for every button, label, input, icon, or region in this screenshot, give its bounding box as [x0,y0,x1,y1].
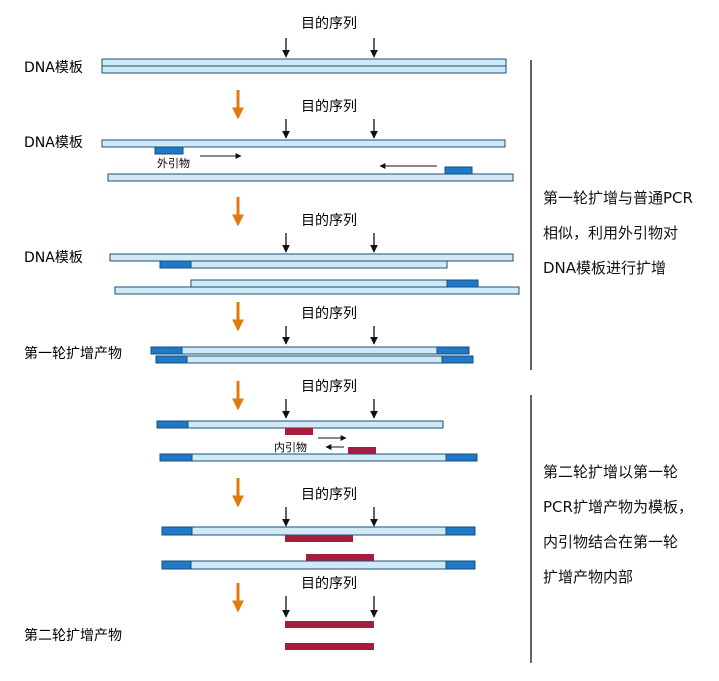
outer-primer-reverse [445,560,476,570]
inner-primer-label: 内引物 [274,440,307,454]
first-round-note: 第一轮扩增与普通PCR 相似，利用外引物对 DNA模板进行扩增 [543,181,719,286]
product-strand [181,346,438,355]
outer-primer-forward [159,260,192,269]
target-label: 目的序列 [301,379,357,395]
note-line: 第二轮扩增以第一轮 [543,463,679,481]
template-label: DNA模板 [24,250,83,266]
target-label: 目的序列 [301,16,357,32]
outer-primer-forward [161,560,192,570]
note-line: 扩增产物内部 [543,568,634,586]
extended-strand [190,279,448,288]
stage-second-round-product: 目的序列 第二轮扩增产物 [24,576,378,650]
note-line: DNA模板进行扩增 [543,259,667,277]
outer-primer-reverse [445,453,478,462]
outer-primer-forward [161,526,193,536]
inner-extension-product [306,554,374,561]
outer-primer-forward [155,355,188,364]
note-line: PCR扩增产物为模板， [543,498,693,516]
target-label: 目的序列 [301,213,357,229]
outer-primer-forward [150,346,183,355]
template-strand-top [101,139,506,148]
note-line: 相似，利用外引物对 [543,224,679,242]
outer-primer-reverse [445,526,476,536]
second-round-product-strand [285,621,374,628]
outer-primer-label: 外引物 [157,156,190,170]
product-strand [191,453,447,462]
template-strand-bottom [101,65,507,74]
stage-outer-primer-annealing: 目的序列 DNA模板 外引物 [24,99,514,182]
stage-inner-primer-extension: 目的序列 [161,487,476,570]
inner-primer-forward [285,428,313,435]
target-label: 目的序列 [301,99,357,115]
stage-template: 目的序列 DNA模板 [24,16,507,76]
target-label: 目的序列 [301,306,357,322]
product-strand [186,355,443,364]
template-label: DNA模板 [24,60,83,76]
outer-primer-forward [156,420,189,429]
product-strand [191,526,447,536]
outer-primer-reverse [441,355,474,364]
stage-first-round-product: 目的序列 第一轮扩增产物 [24,306,474,364]
outer-primer-reverse [436,346,470,355]
product-strand [187,420,444,429]
second-round-note: 第二轮扩增以第一轮 PCR扩增产物为模板， 内引物结合在第一轮 扩增产物内部 [543,455,719,595]
template-strand-bottom [114,286,520,295]
outer-primer-forward [154,146,184,155]
inner-primer-reverse [348,447,376,454]
extended-strand [190,260,448,269]
outer-primer-forward [159,453,193,462]
second-round-product-label: 第二轮扩增产物 [24,627,122,644]
outer-primer-reverse [444,166,473,175]
first-round-product-label: 第一轮扩增产物 [24,345,122,362]
inner-extension-product [285,535,353,542]
target-label: 目的序列 [301,487,357,503]
note-line: 内引物结合在第一轮 [543,533,679,551]
second-round-product-strand [285,643,374,650]
stage-outer-primer-extension: 目的序列 DNA模板 [24,213,520,295]
template-strand-bottom [107,173,514,182]
template-strand-top [101,58,507,67]
note-line: 第一轮扩增与普通PCR [543,189,693,207]
outer-primer-reverse [446,279,479,288]
product-strand [190,560,447,570]
template-strand-top [109,253,514,262]
template-label: DNA模板 [24,135,83,151]
target-label: 目的序列 [301,576,357,592]
stage-inner-primer-annealing: 目的序列 内引物 [156,379,478,462]
